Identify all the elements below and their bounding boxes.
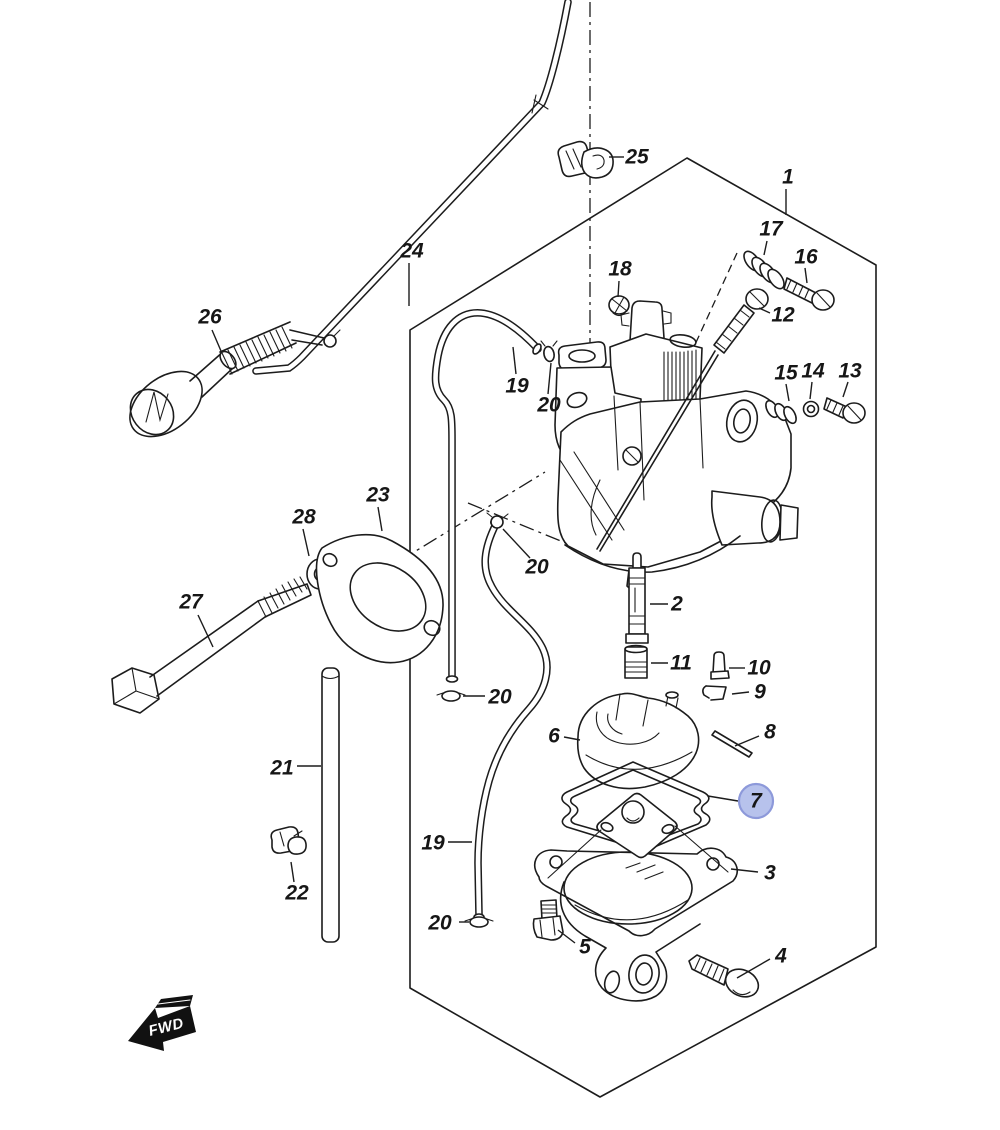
- callout-20-21[interactable]: 20: [524, 556, 549, 579]
- leader-line-20: [502, 528, 531, 559]
- leader-line-27: [197, 614, 214, 648]
- clamp-22: [270, 826, 307, 855]
- leader-line-28: [302, 528, 310, 557]
- hose-19-upper: [431, 309, 542, 683]
- callout-25-28[interactable]: 25: [624, 146, 649, 169]
- clip-20-hose-end-left: [436, 690, 466, 702]
- callout-14-13[interactable]: 14: [801, 360, 825, 383]
- callout-19-19[interactable]: 19: [421, 832, 445, 855]
- leader-line-6: [563, 736, 581, 741]
- leader-line-19: [512, 346, 517, 375]
- choke-knob-26: [129, 321, 341, 438]
- callout-20-20[interactable]: 20: [536, 394, 561, 417]
- callout-22-25[interactable]: 22: [284, 882, 309, 905]
- leader-line-3: [730, 868, 759, 873]
- callout-17-16[interactable]: 17: [759, 218, 784, 241]
- washer-14: [802, 400, 820, 418]
- callout-15-14[interactable]: 15: [774, 362, 798, 385]
- leader-line-17: [763, 240, 768, 256]
- callout-9-8[interactable]: 9: [754, 681, 766, 704]
- leader-line-18: [617, 280, 620, 298]
- screw-18: [608, 295, 630, 317]
- spring-17: [743, 250, 785, 290]
- callout-12-11[interactable]: 12: [771, 304, 795, 327]
- leader-line-26: [211, 329, 222, 352]
- leader-line-9: [731, 691, 750, 695]
- main-jet-11: [624, 644, 648, 679]
- leader-line-23: [377, 506, 383, 532]
- callout-2-1[interactable]: 2: [670, 593, 683, 616]
- callout-8-7[interactable]: 8: [764, 721, 776, 744]
- carburetor-body: [554, 300, 799, 604]
- callout-10-9[interactable]: 10: [747, 657, 771, 680]
- bolt-27: [111, 576, 312, 714]
- float-6: [576, 691, 700, 790]
- callout-3-2[interactable]: 3: [764, 862, 776, 885]
- leader-line-7: [707, 795, 739, 802]
- clip-20-hose-end-bottom: [464, 916, 494, 928]
- callout-21-24[interactable]: 21: [269, 757, 293, 780]
- spring-15: [765, 399, 797, 425]
- callout-13-12[interactable]: 13: [838, 360, 862, 383]
- float-pin-10: [710, 651, 730, 680]
- clip-20-carb-inlet: [540, 340, 558, 363]
- float-chamber-3: [534, 792, 738, 1002]
- leader-line-13: [842, 381, 849, 398]
- callout-layer: 1234567891011121314151617181919202020202…: [178, 146, 862, 979]
- callout-20-23[interactable]: 20: [427, 912, 452, 935]
- callout-7-6[interactable]: 7: [750, 790, 763, 813]
- callout-1-0[interactable]: 1: [782, 166, 794, 189]
- screw-13: [823, 397, 866, 424]
- highlight-circle-7[interactable]: [737, 782, 775, 820]
- callout-11-10[interactable]: 11: [670, 652, 692, 675]
- callout-23-26[interactable]: 23: [365, 484, 390, 507]
- callout-18-17[interactable]: 18: [608, 258, 632, 281]
- leader-line-20: [547, 362, 552, 395]
- callout-5-4[interactable]: 5: [579, 936, 591, 959]
- leader-line-8: [734, 735, 760, 747]
- tube-21: [321, 667, 340, 943]
- clamp-25: [557, 140, 614, 179]
- fwd-arrow: FWD: [128, 995, 196, 1051]
- leader-line-4: [736, 958, 771, 979]
- callout-6-5[interactable]: 6: [548, 725, 560, 748]
- callout-16-15[interactable]: 16: [794, 246, 818, 269]
- pin-8: [711, 730, 753, 758]
- callout-28-31[interactable]: 28: [291, 506, 316, 529]
- drain-screw-4: [688, 954, 760, 998]
- callout-24-27[interactable]: 24: [399, 240, 424, 263]
- callout-20-22[interactable]: 20: [487, 686, 512, 709]
- callout-4-3[interactable]: 4: [774, 945, 787, 968]
- flange-gasket-23: [315, 533, 444, 664]
- leader-line-12: [758, 307, 771, 314]
- main-nozzle-2: [625, 552, 649, 644]
- clip-20-hose-top: [486, 512, 509, 529]
- callout-19-18[interactable]: 19: [505, 375, 529, 398]
- needle-screw-12: [596, 288, 769, 552]
- screw-16: [783, 277, 835, 311]
- fuel-pipe-24: [252, 0, 572, 375]
- leader-line-5: [557, 929, 576, 944]
- leader-line-16: [804, 267, 808, 284]
- leader-line-15: [785, 383, 790, 402]
- clip-9: [702, 685, 727, 701]
- boundary-box: [409, 157, 877, 1098]
- callout-27-30[interactable]: 27: [178, 591, 204, 614]
- screw-5: [532, 899, 564, 941]
- leader-line-14: [809, 381, 813, 400]
- callout-26-29[interactable]: 26: [197, 306, 222, 329]
- leader-line-22: [290, 861, 295, 883]
